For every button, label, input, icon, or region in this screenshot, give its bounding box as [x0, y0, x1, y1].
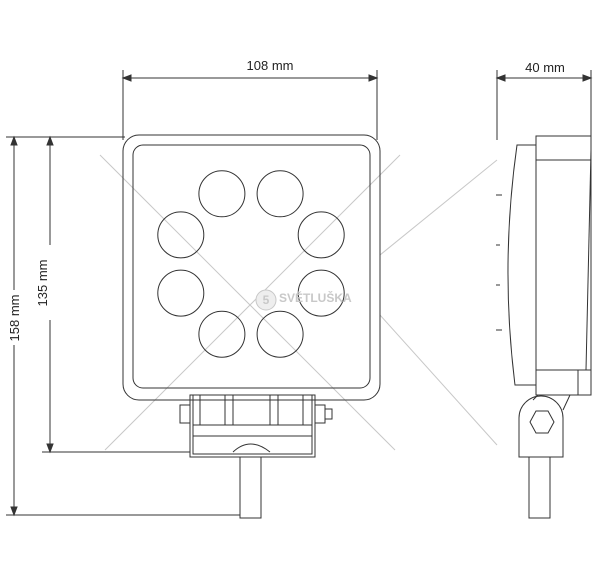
led	[297, 211, 345, 259]
side-cable-stem	[528, 456, 551, 519]
watermark-logo: 5 SVĚTLUŠKA	[255, 289, 352, 311]
depth-label: 40 mm	[525, 60, 565, 75]
led	[157, 211, 205, 259]
led	[157, 269, 205, 317]
housing-height-label: 135 mm	[35, 260, 50, 307]
width-dimension: 108 mm	[121, 58, 379, 140]
depth-dimension: 40 mm	[495, 60, 593, 140]
front-view: 5 SVĚTLUŠKA	[122, 134, 381, 519]
bolt-nut-right	[314, 404, 326, 424]
side-view	[496, 135, 592, 519]
hex-nut	[529, 410, 555, 434]
bolt-head-left	[179, 404, 191, 424]
lens-profile	[507, 144, 537, 386]
led-array	[157, 170, 345, 358]
led	[256, 310, 304, 358]
housing-height-dimension: 135 mm	[35, 135, 190, 454]
housing-inner	[132, 144, 371, 389]
total-height-dimension: 158 mm	[6, 135, 240, 517]
mounting-bracket	[179, 394, 333, 519]
width-label: 108 mm	[247, 58, 294, 73]
svg-text:5: 5	[263, 293, 270, 307]
pivot-bracket	[518, 395, 564, 458]
watermark-text: SVĚTLUŠKA	[279, 290, 352, 305]
housing-outer	[122, 134, 381, 401]
cable-stem	[239, 456, 262, 519]
led	[198, 170, 246, 218]
led	[198, 310, 246, 358]
total-height-label: 158 mm	[7, 295, 22, 342]
led	[256, 170, 304, 218]
led	[297, 269, 345, 317]
housing-profile	[535, 135, 592, 396]
construction-lines	[99, 154, 498, 451]
